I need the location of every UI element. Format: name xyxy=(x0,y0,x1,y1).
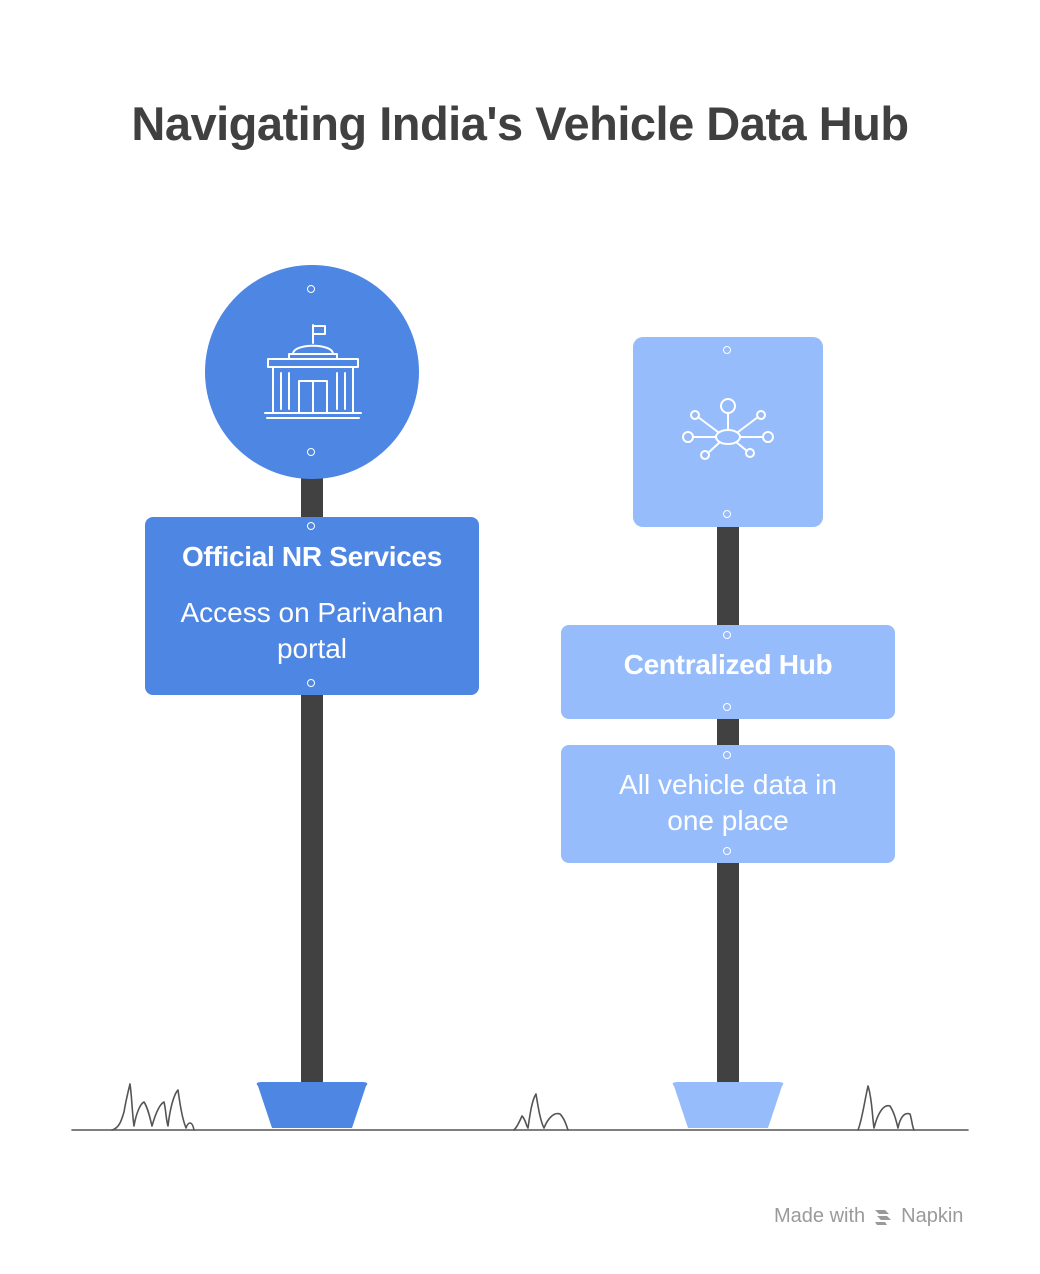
bolt xyxy=(723,847,731,855)
made-with-label: Made with xyxy=(774,1205,866,1227)
left-sign-heading: Official NR Services xyxy=(181,541,443,572)
left-icon-sign xyxy=(205,265,419,479)
right-icon-sign xyxy=(633,337,823,527)
right-sign-heading: Centralized Hub xyxy=(623,649,833,680)
network-hub-icon xyxy=(678,395,778,463)
bolt xyxy=(307,285,315,293)
napkin-logo-icon xyxy=(873,1207,893,1227)
bolt xyxy=(307,679,315,687)
left-pole-base xyxy=(256,1082,368,1128)
left-sign-text: Access on Parivahan portal xyxy=(180,597,444,664)
napkin-watermark: Made with Napkin xyxy=(774,1205,963,1228)
napkin-brand: Napkin xyxy=(901,1205,964,1227)
left-info-sign: Official NR Services Access on Parivahan… xyxy=(145,517,479,695)
right-sign-text: All vehicle data in one place xyxy=(619,769,837,836)
diagram-title: Navigating India's Vehicle Data Hub xyxy=(131,97,909,150)
bolt xyxy=(723,510,731,518)
right-heading-sign: Centralized Hub xyxy=(561,625,895,719)
bolt xyxy=(723,631,731,639)
right-info-sign: All vehicle data in one place xyxy=(561,745,895,863)
bolt xyxy=(723,703,731,711)
bolt xyxy=(307,448,315,456)
bolt xyxy=(307,522,315,530)
government-building-icon xyxy=(263,321,363,421)
right-pole-base xyxy=(672,1082,784,1128)
bolt xyxy=(723,751,731,759)
bolt xyxy=(723,346,731,354)
